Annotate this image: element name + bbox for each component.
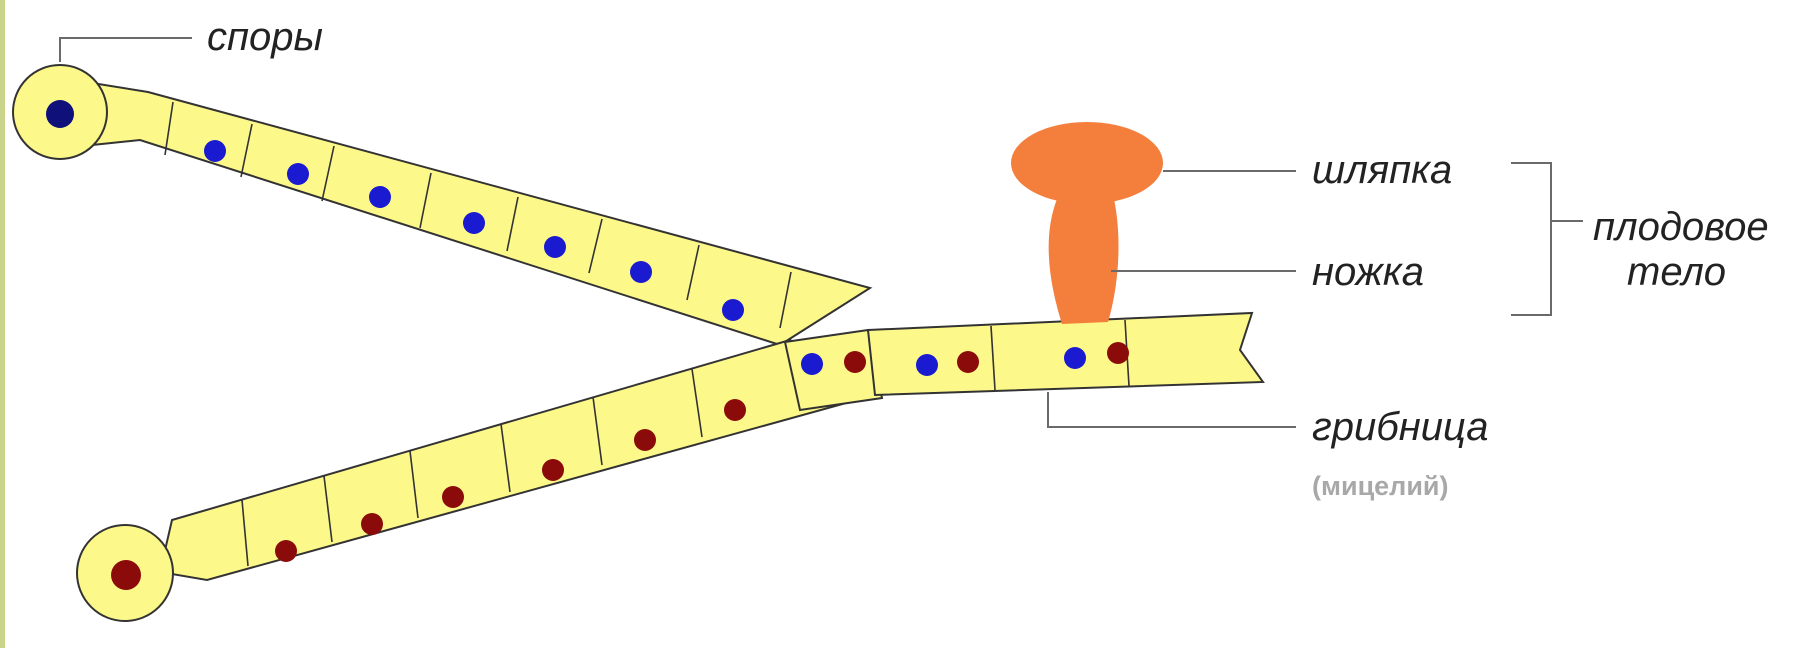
spores-leader: [60, 38, 192, 62]
label-spores: споры: [207, 15, 323, 59]
spore-nucleus-red: [111, 560, 141, 590]
label-mycelium-note: (мицелий): [1312, 471, 1449, 501]
label-stalk: ножка: [1312, 250, 1424, 294]
junction-cell: [785, 330, 882, 410]
label-fruiting-body-line2: тело: [1627, 250, 1726, 294]
label-mycelium: грибница: [1312, 405, 1489, 449]
mycelium-leader: [1048, 392, 1296, 427]
spore-nucleus-blue: [46, 100, 74, 128]
left-edge-accent: [0, 0, 5, 648]
fruiting-body: [1011, 122, 1163, 324]
labels: споры шляпка ножка плодовое тело грибниц…: [207, 15, 1769, 501]
cap-shape: [1011, 122, 1163, 204]
fruiting-body-bracket: [1511, 163, 1551, 315]
label-cap: шляпка: [1312, 148, 1452, 192]
label-fruiting-body-line1: плодовое: [1593, 205, 1769, 249]
lower-hypha: [160, 340, 875, 580]
